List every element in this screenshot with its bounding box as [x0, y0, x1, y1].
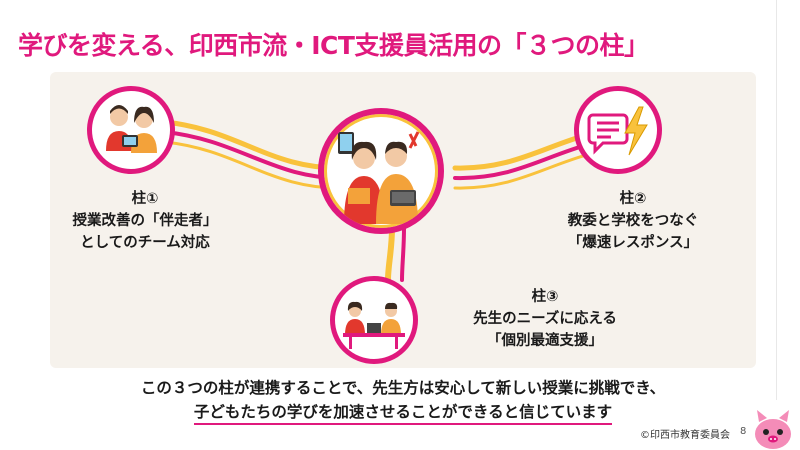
- pillar-3-line2: 「個別最適支援」: [487, 333, 603, 349]
- lightning-chat-icon: [587, 106, 648, 156]
- pillar-1-circle: [87, 86, 175, 174]
- pillar-3-label: 柱③ 先生のニーズに応える 「個別最適支援」: [430, 286, 660, 352]
- pillar-3-circle: [330, 276, 418, 364]
- summary-line-2: 子どもたちの学びを加速させることができると信じています: [193, 400, 613, 425]
- pillar-2-label: 柱② 教委と学校をつなぐ 「爆速レスポンス」: [508, 188, 758, 254]
- copyright-footer: ©印西市教育委員会: [640, 430, 730, 441]
- teachers-with-tablet-icon: [106, 105, 157, 153]
- pillar-2-line2: 「爆速レスポンス」: [567, 235, 699, 251]
- pillar-2-line1: 教委と学校をつなぐ: [567, 213, 699, 229]
- summary-line-2-wrap: 子どもたちの学びを加速させることができると信じています: [50, 400, 756, 425]
- pillar-1-number: 柱①: [131, 191, 159, 207]
- summary-line-1: この３つの柱が連携することで、先生方は安心して新しい授業に挑戦でき、: [140, 379, 666, 397]
- pillar-1-line2: としてのチーム対応: [80, 235, 210, 251]
- page-number: 8: [740, 426, 747, 437]
- pillar-2-number: 柱②: [619, 191, 647, 207]
- consultation-desk-icon: [343, 301, 405, 349]
- pink-mascot-icon: [755, 410, 791, 449]
- pillar-3-number: 柱③: [531, 289, 559, 305]
- pillar-2-circle: [574, 86, 662, 174]
- slide-title: 学びを変える、印西市流・ICT支援員活用の「３つの柱」: [18, 31, 649, 60]
- pillar-3-line1: 先生のニーズに応える: [473, 311, 617, 327]
- ict-support-team-icon: [338, 131, 420, 224]
- center-circle: [318, 108, 444, 234]
- pillar-1-line1: 授業改善の「伴走者」: [72, 213, 218, 229]
- divider: [776, 0, 777, 400]
- pillar-1-label: 柱① 授業改善の「伴走者」 としてのチーム対応: [20, 188, 270, 254]
